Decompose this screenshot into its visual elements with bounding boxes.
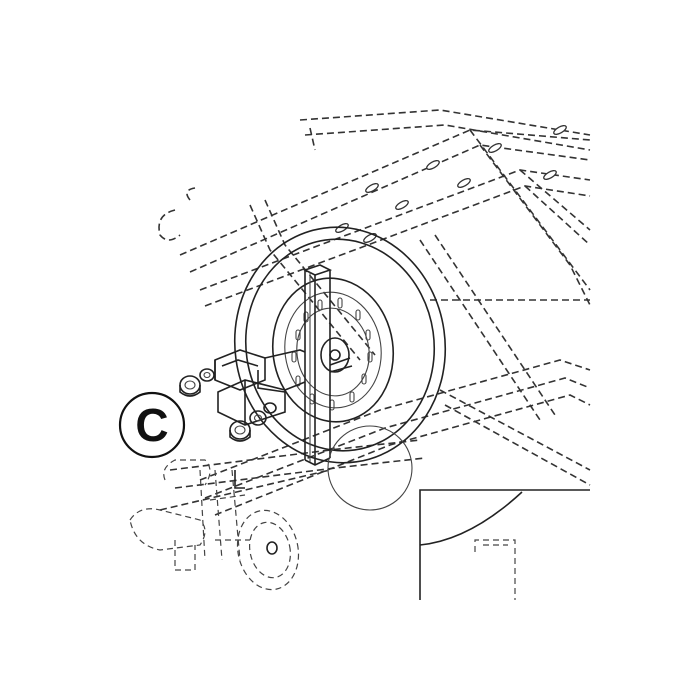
step-badge-circle	[118, 391, 186, 459]
inset-detail	[419, 489, 590, 600]
step-badge-label: C	[135, 399, 168, 451]
mounting-post	[302, 264, 333, 466]
wheel-arch-outline	[327, 425, 413, 511]
coupling-head	[129, 459, 250, 571]
rail-slots	[335, 124, 567, 244]
chassis-frame	[158, 109, 591, 516]
bolt-hardware	[179, 357, 353, 442]
mounting-bracket	[214, 349, 306, 426]
step-badge: C	[118, 391, 186, 459]
spare-wheel	[233, 226, 447, 464]
jockey-wheel	[236, 509, 300, 591]
